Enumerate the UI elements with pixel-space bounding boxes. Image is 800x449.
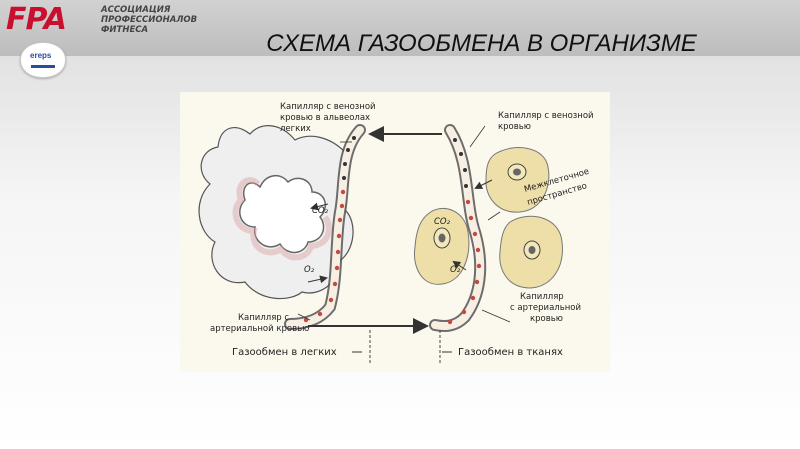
label-tissue-arterial-1: Капилляр xyxy=(520,292,564,302)
interstitial-callout xyxy=(487,211,501,221)
label-co2-lung: CO₂ xyxy=(312,206,329,216)
alveolus-lumen xyxy=(239,175,327,254)
alveolus-wall xyxy=(232,177,332,261)
tissue-arterial-callout xyxy=(481,309,511,323)
label-o2-lung: O₂ xyxy=(304,265,315,275)
alveolus-cluster xyxy=(198,125,354,300)
ereps-badge-bar xyxy=(31,65,55,68)
tissue-capillary-cells xyxy=(447,138,482,325)
lung-capillary-lumen xyxy=(286,126,364,328)
o2-diffusion-arrow xyxy=(307,275,328,284)
label-co2-tissue: CO₂ xyxy=(434,217,451,227)
diagram-svg: Капилляр с венозной кровью в альвеолах л… xyxy=(198,102,594,364)
label-tissue-arterial-2: с артериальной xyxy=(510,303,581,313)
label-o2-tissue: O₂ xyxy=(450,265,461,275)
logo-sub-line1: АССОЦИАЦИЯ xyxy=(101,5,171,15)
co2-diffusion-arrow xyxy=(310,202,329,211)
caption-tissues: Газообмен в тканях xyxy=(458,347,563,358)
header-bar xyxy=(0,0,800,56)
fpa-logo: FPA xyxy=(6,2,67,37)
lung-capillary-cells xyxy=(303,136,356,323)
logo-sub-line3: ФИТНЕСА xyxy=(101,25,149,35)
logo-sub-line2: ПРОФЕССИОНАЛОВ xyxy=(101,15,198,25)
slide-title: СХЕМА ГАЗООБМЕНА В ОРГАНИЗМЕ xyxy=(266,30,697,57)
ereps-badge: ereps xyxy=(20,42,66,78)
label-lung-venous-2: кровью в альвеолах xyxy=(280,113,370,123)
tissue-cell-right xyxy=(499,215,563,289)
label-lung-arterial-2: артериальной кровью xyxy=(210,324,309,334)
fpa-logo-subtitle: АССОЦИАЦИЯ ПРОФЕССИОНАЛОВ ФИТНЕСА xyxy=(101,5,197,35)
gas-exchange-diagram: Капилляр с венозной кровью в альвеолах л… xyxy=(180,92,610,372)
caption-lungs: Газообмен в легких xyxy=(232,347,337,358)
label-tissue-arterial-3: кровью xyxy=(530,314,563,324)
label-lung-venous-3: легких xyxy=(280,124,311,134)
tissue-cell-top xyxy=(485,147,550,213)
label-tissue-venous-1: Капилляр с венозной xyxy=(498,111,594,121)
lung-arterial-callout xyxy=(297,313,311,321)
label-tissue-venous-2: кровью xyxy=(498,122,531,132)
tissue-o2-arrow xyxy=(452,260,467,271)
label-lung-venous-1: Капилляр с венозной xyxy=(280,102,376,112)
tissue-venous-callout xyxy=(469,125,486,148)
label-lung-arterial-1: Капилляр с xyxy=(238,313,289,323)
tissue-co2-arrow xyxy=(474,179,493,189)
ereps-badge-text: ereps xyxy=(30,51,52,60)
